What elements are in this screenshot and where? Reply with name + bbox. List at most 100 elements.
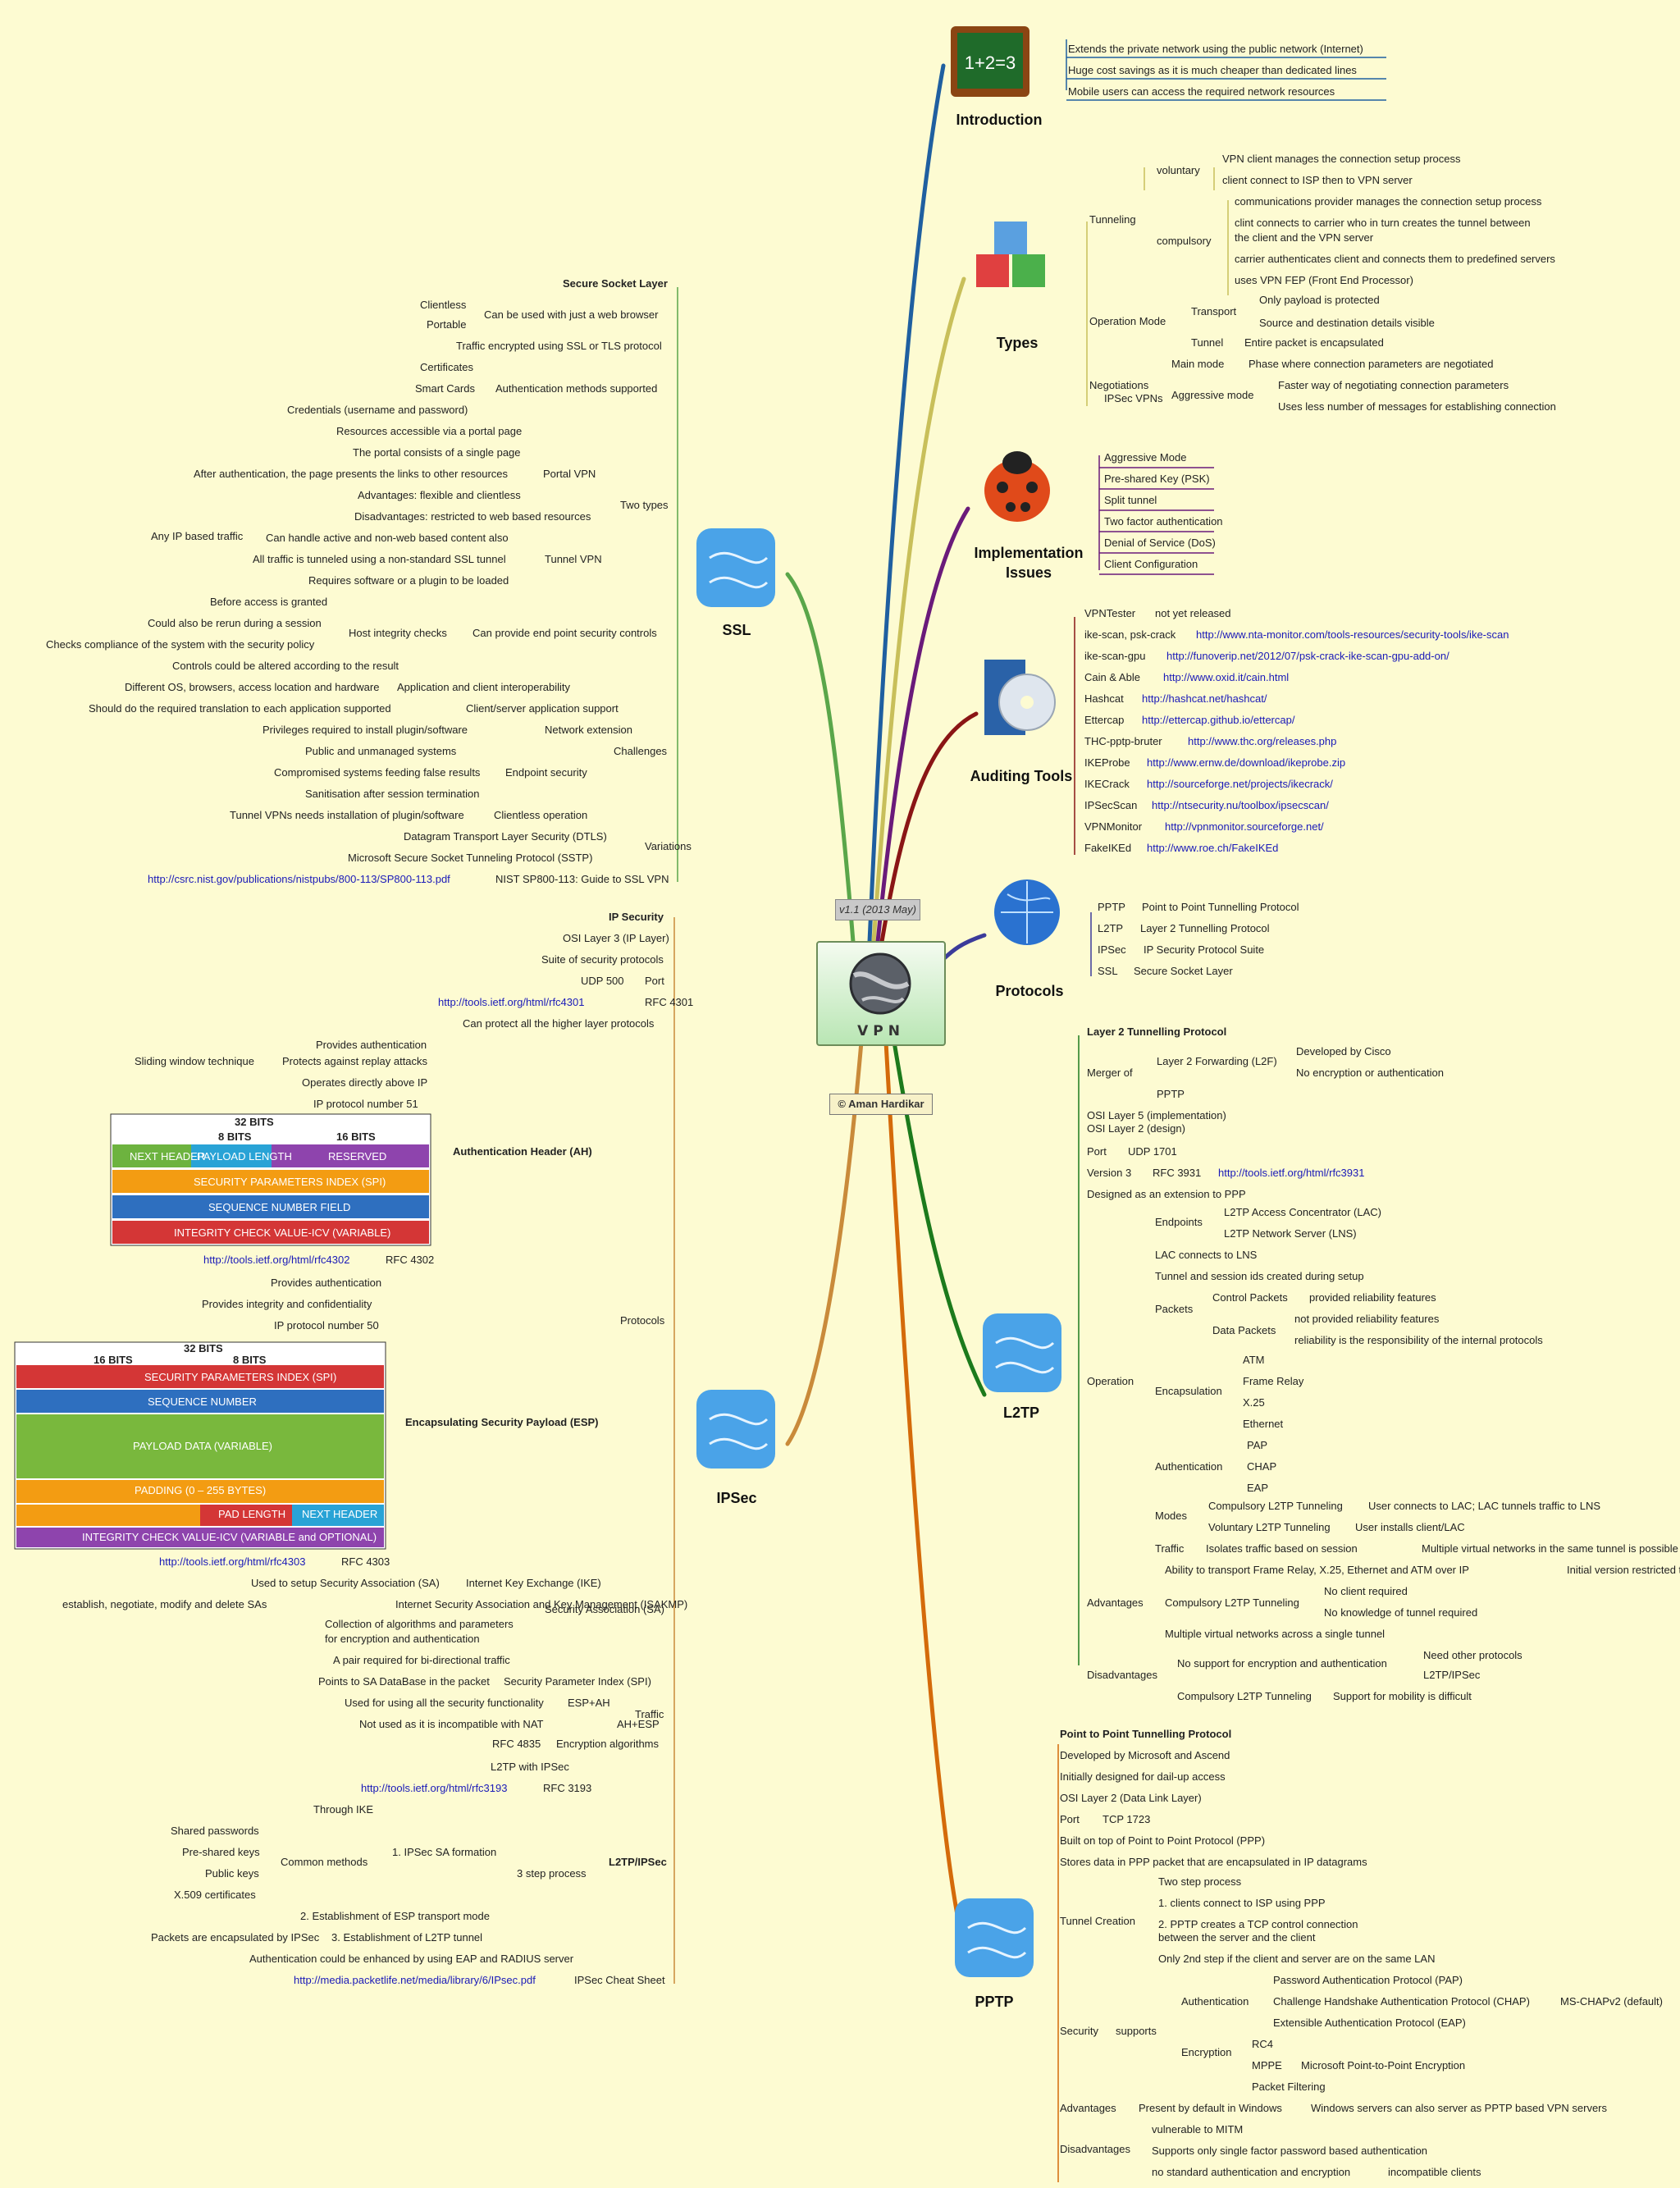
mindmap-node-text: Sliding window technique xyxy=(135,1055,254,1067)
mindmap-node-text[interactable]: http://tools.ietf.org/html/rfc3931 xyxy=(1218,1167,1364,1179)
mindmap-node-text: Split tunnel xyxy=(1104,494,1157,506)
mindmap-node-text: No support for encryption and authentica… xyxy=(1177,1657,1387,1670)
mindmap-node-text: UDP 1701 xyxy=(1128,1145,1177,1158)
mindmap-node-text: RFC 4302 xyxy=(386,1254,434,1266)
mindmap-node-text: carrier authenticates client and connect… xyxy=(1235,253,1555,265)
mindmap-node-text: Advantages xyxy=(1087,1596,1144,1609)
mindmap-node-text: IP Security xyxy=(609,911,664,923)
mindmap-node-text: PAYLOAD DATA (VARIABLE) xyxy=(133,1440,272,1452)
mindmap-node-text[interactable]: http://www.nta-monitor.com/tools-resourc… xyxy=(1196,628,1509,641)
mindmap-node-text: Authentication Header (AH) xyxy=(453,1145,592,1158)
mindmap-node-text: OSI Layer 2 (design) xyxy=(1087,1122,1185,1135)
globe-icon xyxy=(849,952,911,1015)
mindmap-node-text: IP Security Protocol Suite xyxy=(1144,943,1264,956)
mindmap-node-text: 2. Establishment of ESP transport mode xyxy=(300,1910,490,1922)
mindmap-node-text: Portable xyxy=(427,318,466,331)
mindmap-node-text: Common methods xyxy=(281,1856,368,1868)
mindmap-node-text: LAC connects to LNS xyxy=(1155,1249,1258,1261)
mindmap-node-text: establish, negotiate, modify and delete … xyxy=(62,1598,267,1610)
ladybug-icon xyxy=(984,451,1050,522)
mindmap-node-text: Layer 2 Tunnelling Protocol xyxy=(1087,1025,1226,1038)
mindmap-node-text: OSI Layer 5 (implementation) xyxy=(1087,1109,1226,1121)
mindmap-node-text: No client required xyxy=(1324,1585,1408,1597)
mindmap-node-text: INTEGRITY CHECK VALUE-ICV (VARIABLE and … xyxy=(82,1531,377,1543)
mindmap-node-text[interactable]: http://hashcat.net/hashcat/ xyxy=(1142,692,1267,705)
mindmap-node-text: Could also be rerun during a session xyxy=(148,617,322,629)
mindmap-node-text: Any IP based traffic xyxy=(151,530,244,542)
ah-header-diagram xyxy=(110,1113,431,1246)
mindmap-node-text: 1. IPSec SA formation xyxy=(392,1846,496,1858)
mindmap-node-text[interactable]: http://sourceforge.net/projects/ikecrack… xyxy=(1147,778,1333,790)
copyright-label: © Aman Hardikar xyxy=(829,1094,933,1115)
mindmap-node-text[interactable]: http://tools.ietf.org/html/rfc4301 xyxy=(438,996,584,1008)
mindmap-node-text: RFC 3193 xyxy=(543,1782,591,1794)
mindmap-node-text[interactable]: http://www.roe.ch/FakeIKEd xyxy=(1147,842,1278,854)
mindmap-node-text: Negotiations xyxy=(1089,379,1149,391)
mindmap-node-text: L2TP/IPSec xyxy=(609,1856,667,1868)
mindmap-node-text: IPSecScan xyxy=(1084,799,1137,811)
mindmap-node-text: uses VPN FEP (Front End Processor) xyxy=(1235,274,1413,286)
mindmap-node-text: Authentication xyxy=(1155,1460,1222,1473)
mindmap-node-text[interactable]: http://www.oxid.it/cain.html xyxy=(1163,671,1289,683)
mindmap-node-text: 32 BITS xyxy=(235,1116,274,1128)
branch-label-l2tp: L2TP xyxy=(1002,1405,1039,1421)
chalkboard-text: 1+2=3 xyxy=(965,53,1016,73)
central-topic[interactable]: VPN xyxy=(816,941,946,1046)
mindmap-node-text: Initial version restricted to PPP xyxy=(1567,1564,1680,1576)
mindmap-node-text: Through IKE xyxy=(313,1803,373,1816)
mindmap-node-text: IPSec VPNs xyxy=(1104,392,1163,404)
mindmap-node-text: Credentials (username and password) xyxy=(287,404,468,416)
mindmap-node-text: Built on top of Point to Point Protocol … xyxy=(1060,1834,1265,1847)
mindmap-node-text: RC4 xyxy=(1252,2038,1273,2050)
mindmap-node-text[interactable]: http://www.thc.org/releases.php xyxy=(1188,735,1336,747)
app-tile-icon xyxy=(983,1313,1061,1392)
mindmap-node-text[interactable]: http://ntsecurity.nu/toolbox/ipsecscan/ xyxy=(1152,799,1329,811)
leaf-text-layer: Extends the private network using the pu… xyxy=(46,43,1680,2178)
mindmap-node-text: clint connects to carrier who in turn cr… xyxy=(1235,217,1531,229)
mindmap-node-text: IKEProbe xyxy=(1084,756,1130,769)
mindmap-node-text: ATM xyxy=(1243,1354,1264,1366)
mindmap-node-text[interactable]: http://media.packetlife.net/media/librar… xyxy=(294,1974,536,1986)
mindmap-node-text: Microsoft Point-to-Point Encryption xyxy=(1301,2059,1465,2072)
mindmap-node-text: Support for mobility is difficult xyxy=(1333,1690,1472,1702)
mindmap-node-text: Tunnel xyxy=(1191,336,1223,349)
mindmap-node-text[interactable]: http://tools.ietf.org/html/rfc3193 xyxy=(361,1782,507,1794)
mindmap-node-text: All traffic is tunneled using a non-stan… xyxy=(253,553,506,565)
mindmap-node-text: Layer 2 Forwarding (L2F) xyxy=(1157,1055,1277,1067)
mindmap-node-text[interactable]: http://vpnmonitor.sourceforge.net/ xyxy=(1165,820,1324,833)
mindmap-node-text: Developed by Cisco xyxy=(1296,1045,1391,1057)
mindmap-node-text: Clientless xyxy=(420,299,467,311)
mindmap-node-text: no standard authentication and encryptio… xyxy=(1152,2166,1350,2178)
mindmap-node-text: 32 BITS xyxy=(184,1342,223,1354)
mindmap-node-text: Different OS, browsers, access location … xyxy=(125,681,379,693)
mindmap-node-text[interactable]: http://csrc.nist.gov/publications/nistpu… xyxy=(148,873,450,885)
mindmap-node-text: No knowledge of tunnel required xyxy=(1324,1606,1477,1619)
mindmap-node-text: Faster way of negotiating connection par… xyxy=(1278,379,1509,391)
mindmap-node-text: Can handle active and non-web based cont… xyxy=(266,532,509,544)
mindmap-node-text: 8 BITS xyxy=(233,1354,267,1366)
chalkboard-icon: 1+2=3 xyxy=(951,26,1029,97)
mindmap-node-text[interactable]: http://tools.ietf.org/html/rfc4303 xyxy=(159,1555,305,1568)
mindmap-node-text[interactable]: http://funoverip.net/2012/07/psk-crack-i… xyxy=(1166,650,1449,662)
mindmap-node-text[interactable]: http://tools.ietf.org/html/rfc4302 xyxy=(203,1254,349,1266)
mindmap-node-text: Port xyxy=(645,975,664,987)
mindmap-node-text: Entire packet is encapsulated xyxy=(1244,336,1384,349)
mindmap-node-text: Tunnel VPNs needs installation of plugin… xyxy=(230,809,464,821)
mindmap-node-text: PAD LENGTH xyxy=(218,1508,285,1520)
mindmap-node-text: IKECrack xyxy=(1084,778,1130,790)
mindmap-node-text: VPNTester xyxy=(1084,607,1136,619)
mindmap-node-text: TCP 1723 xyxy=(1102,1813,1150,1825)
mindmap-node-text: Client/server application support xyxy=(466,702,619,715)
mindmap-node-text[interactable]: http://ettercap.github.io/ettercap/ xyxy=(1142,714,1295,726)
mindmap-node-text: L2TP xyxy=(1098,922,1123,934)
mindmap-node-text: SSL xyxy=(1098,965,1118,977)
mindmap-node-text: Extends the private network using the pu… xyxy=(1068,43,1363,55)
mindmap-node-text: Traffic xyxy=(1155,1542,1185,1555)
mindmap-node-text: Internet Security Association and Key Ma… xyxy=(395,1598,687,1610)
mindmap-node-text: 2. PPTP creates a TCP control connection xyxy=(1158,1918,1358,1930)
mindmap-node-text[interactable]: http://www.ernw.de/download/ikeprobe.zip xyxy=(1147,756,1345,769)
mindmap-node-text: Certificates xyxy=(420,361,474,373)
mindmap-node-text: FakeIKEd xyxy=(1084,842,1131,854)
mindmap-node-text: Endpoints xyxy=(1155,1216,1203,1228)
